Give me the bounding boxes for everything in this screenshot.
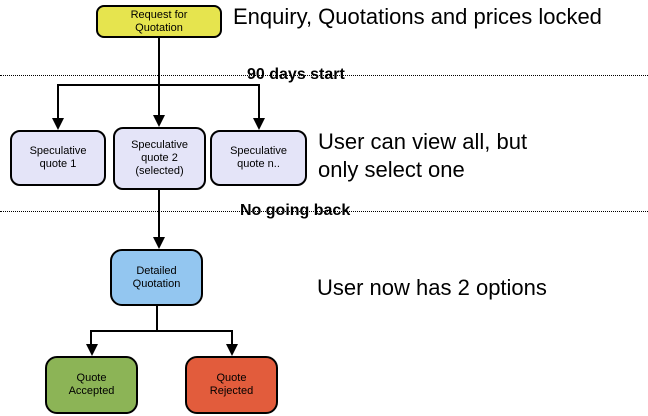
flow-node-speculative-quote-2: Speculative quote 2 (selected) <box>113 127 206 190</box>
connector-line <box>158 37 160 116</box>
arrowhead-down-icon <box>153 115 165 127</box>
phase-divider-label-no-going-back: No going back <box>240 202 351 219</box>
arrowhead-down-icon <box>86 344 98 356</box>
flow-node-speculative-quote-n: Speculative quote n.. <box>210 130 307 186</box>
flow-node-speculative-quote-1: Speculative quote 1 <box>10 130 106 186</box>
flow-node-quote-rejected: Quote Rejected <box>185 356 278 414</box>
connector-line <box>90 330 233 332</box>
flow-node-request-for-quotation: Request for Quotation <box>96 5 222 38</box>
flow-node-detailed-quotation: Detailed Quotation <box>110 249 203 306</box>
annotation-user-two-options: User now has 2 options <box>317 275 547 300</box>
connector-line <box>231 330 233 345</box>
connector-line <box>156 305 158 332</box>
phase-divider-line <box>0 75 648 76</box>
connector-line <box>57 84 59 118</box>
connector-line <box>158 189 160 237</box>
arrowhead-down-icon <box>253 118 265 130</box>
phase-divider-label-90-days-start: 90 days start <box>247 66 345 83</box>
arrowhead-down-icon <box>226 344 238 356</box>
flow-node-quote-accepted: Quote Accepted <box>45 356 138 414</box>
connector-line <box>57 84 260 86</box>
arrowhead-down-icon <box>52 118 64 130</box>
connector-line <box>258 84 260 118</box>
annotation-user-can-view-all: User can view all, but only select one <box>318 129 528 182</box>
arrowhead-down-icon <box>153 237 165 249</box>
annotation-enquiry-quotations-locked: Enquiry, Quotations and prices locked <box>233 4 602 29</box>
connector-line <box>90 330 92 345</box>
phase-divider-line <box>0 211 648 212</box>
